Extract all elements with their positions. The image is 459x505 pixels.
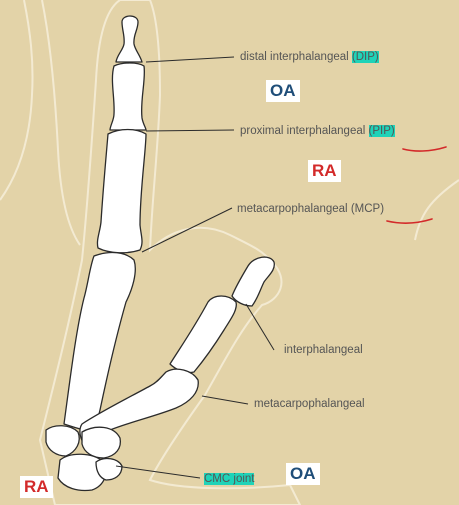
mcp-label-text: metacarpophalangeal	[237, 203, 348, 215]
dip-leader-line	[145, 56, 235, 63]
dip-joint-label: distal interphalangeal (DIP)	[240, 50, 379, 64]
index-distal-phalanx	[115, 15, 143, 63]
oa-tag-bottom: OA	[286, 463, 320, 485]
thumb-mcp-joint-label: metacarpophalangeal	[254, 398, 365, 410]
carpal-bone-lower	[57, 453, 107, 492]
mcp-joint-label: metacarpophalangeal (MCP)	[237, 202, 384, 216]
left-finger-outline-inner	[41, 0, 81, 246]
cmc-leader-line	[115, 465, 201, 479]
left-finger-outline	[0, 0, 34, 201]
thumb-ip-leader-line	[245, 303, 275, 351]
index-middle-phalanx	[109, 62, 147, 131]
mcp-leader-line	[141, 207, 233, 253]
thumb-proximal-phalanx	[169, 295, 237, 374]
dip-abbr-highlight: (DIP)	[351, 51, 379, 63]
thumb-mcp-leader-line	[201, 395, 249, 405]
pip-leader-line	[145, 129, 235, 132]
dip-label-text: distal interphalangeal	[240, 51, 349, 63]
index-proximal-phalanx	[96, 128, 147, 254]
ra-tag-bottom: RA	[20, 476, 53, 498]
cmc-joint-label: CMC joint	[204, 472, 255, 486]
pip-joint-label: proximal interphalangeal (PIP)	[240, 124, 395, 138]
carpal-trapezoid	[81, 426, 122, 459]
cmc-label-highlight: CMC joint	[204, 473, 255, 485]
pip-abbr-highlight: (PIP)	[368, 125, 395, 137]
ra-tag-middle: RA	[308, 160, 341, 182]
thumb-ip-joint-label: interphalangeal	[284, 344, 363, 356]
oa-tag-top: OA	[266, 80, 300, 102]
mcp-red-underline	[386, 218, 433, 224]
carpal-trapezium	[45, 425, 80, 457]
thumb-distal-phalanx	[231, 256, 275, 307]
index-finger-skin-outline	[38, 0, 302, 505]
pip-label-text: proximal interphalangeal	[240, 125, 366, 137]
right-finger-outline	[414, 179, 459, 241]
carpal-bone-small	[95, 457, 123, 481]
mcp-abbr-text: (MCP)	[350, 203, 385, 215]
pip-red-underline	[402, 146, 447, 152]
